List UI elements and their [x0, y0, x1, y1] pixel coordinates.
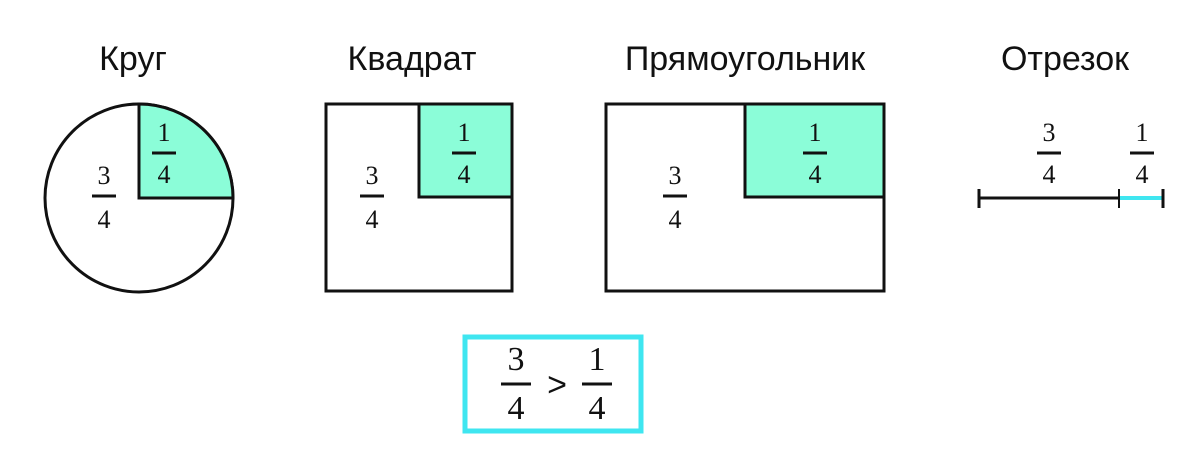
comparison-left-numerator: 3	[508, 341, 525, 378]
square-part-numerator: 1	[458, 118, 471, 147]
segment-rest-denominator: 4	[1043, 160, 1056, 189]
square-figure: Квадрат 1 4 3 4	[324, 40, 514, 293]
circle-rest-numerator: 3	[98, 161, 111, 190]
segment-rest-numerator: 3	[1043, 118, 1056, 147]
rectangle-part-denominator: 4	[809, 160, 822, 189]
rectangle-rest-denominator: 4	[669, 205, 682, 234]
comparison-box: 3 4 > 1 4	[462, 334, 644, 434]
comparison-right-denominator: 4	[589, 390, 606, 427]
rectangle-part-numerator: 1	[809, 118, 822, 147]
comparison-right-numerator: 1	[589, 341, 606, 378]
segment-part-denominator: 4	[1136, 160, 1149, 189]
circle-rest-denominator: 4	[98, 205, 111, 234]
rectangle-quarter	[743, 102, 886, 199]
circle-part-numerator: 1	[158, 118, 171, 147]
rectangle-title: Прямоугольник	[625, 40, 866, 78]
square-rest-denominator: 4	[366, 205, 379, 234]
circle-title: Круг	[99, 40, 167, 78]
circle-figure: Круг 1 4 3 4	[43, 40, 235, 294]
rectangle-rest-numerator: 3	[669, 161, 682, 190]
circle-quarter-sector	[137, 102, 235, 200]
segment-title: Отрезок	[1001, 40, 1130, 78]
rectangle-figure: Прямоугольник 1 4 3 4	[604, 40, 886, 293]
square-quarter	[417, 102, 514, 199]
segment-figure: Отрезок 3 4 1 4	[977, 40, 1165, 208]
circle-part-denominator: 4	[158, 160, 171, 189]
square-rest-numerator: 3	[366, 161, 379, 190]
comparison-sign: >	[547, 366, 567, 404]
comparison-left-denominator: 4	[508, 390, 525, 427]
square-title: Квадрат	[348, 40, 477, 78]
square-part-denominator: 4	[458, 160, 471, 189]
segment-part-numerator: 1	[1136, 118, 1149, 147]
